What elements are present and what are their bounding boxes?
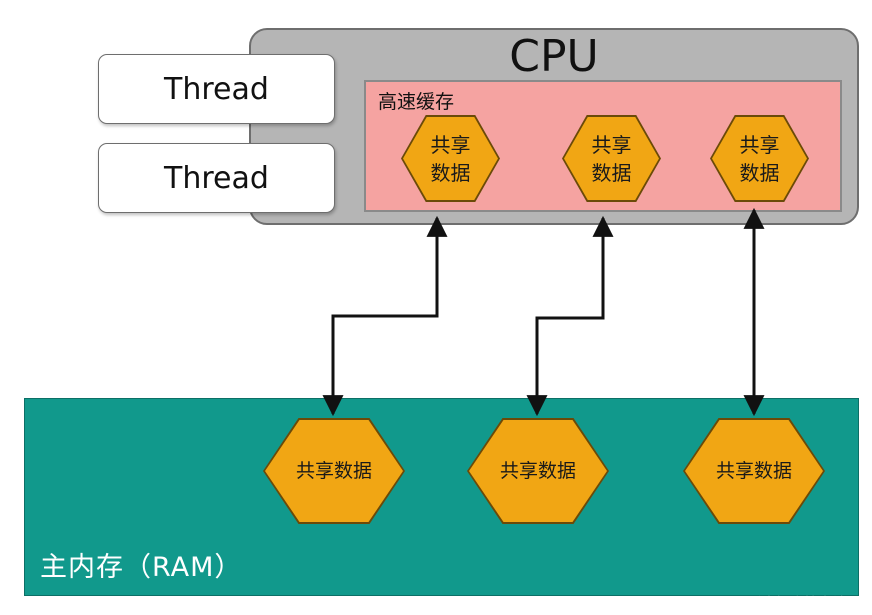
ram-hex-2: 共享数据 xyxy=(469,420,607,522)
cache-hex-1-line2: 数据 xyxy=(430,160,471,185)
cache-hex-3-line1: 共享 xyxy=(739,132,780,157)
cpu-title: CPU xyxy=(509,31,599,82)
cache-hex-2-line1: 共享 xyxy=(591,132,632,157)
cache-hex-1-line1: 共享 xyxy=(430,132,471,157)
ram-hex-1: 共享数据 xyxy=(265,420,403,522)
cache-hex-3-line2: 数据 xyxy=(739,160,780,185)
ram-hex-1-label: 共享数据 xyxy=(295,460,372,482)
cache-hex-1: 共享 数据 xyxy=(403,117,498,200)
ram-hex-3-label: 共享数据 xyxy=(715,460,792,482)
watermark-text: @稀土掘金技术社区 xyxy=(734,596,860,612)
thread-box-2: Thread xyxy=(98,143,335,213)
cache-label: 高速缓存 xyxy=(378,91,455,113)
ram-label: 主内存（RAM） xyxy=(40,552,243,583)
arrow-1 xyxy=(322,215,448,417)
cache-hex-2-line2: 数据 xyxy=(591,160,632,185)
ram-hex-2-label: 共享数据 xyxy=(499,460,576,482)
ram-hex-3: 共享数据 xyxy=(685,420,823,522)
arrow-2 xyxy=(526,215,614,417)
thread-box-1: Thread xyxy=(98,54,335,124)
